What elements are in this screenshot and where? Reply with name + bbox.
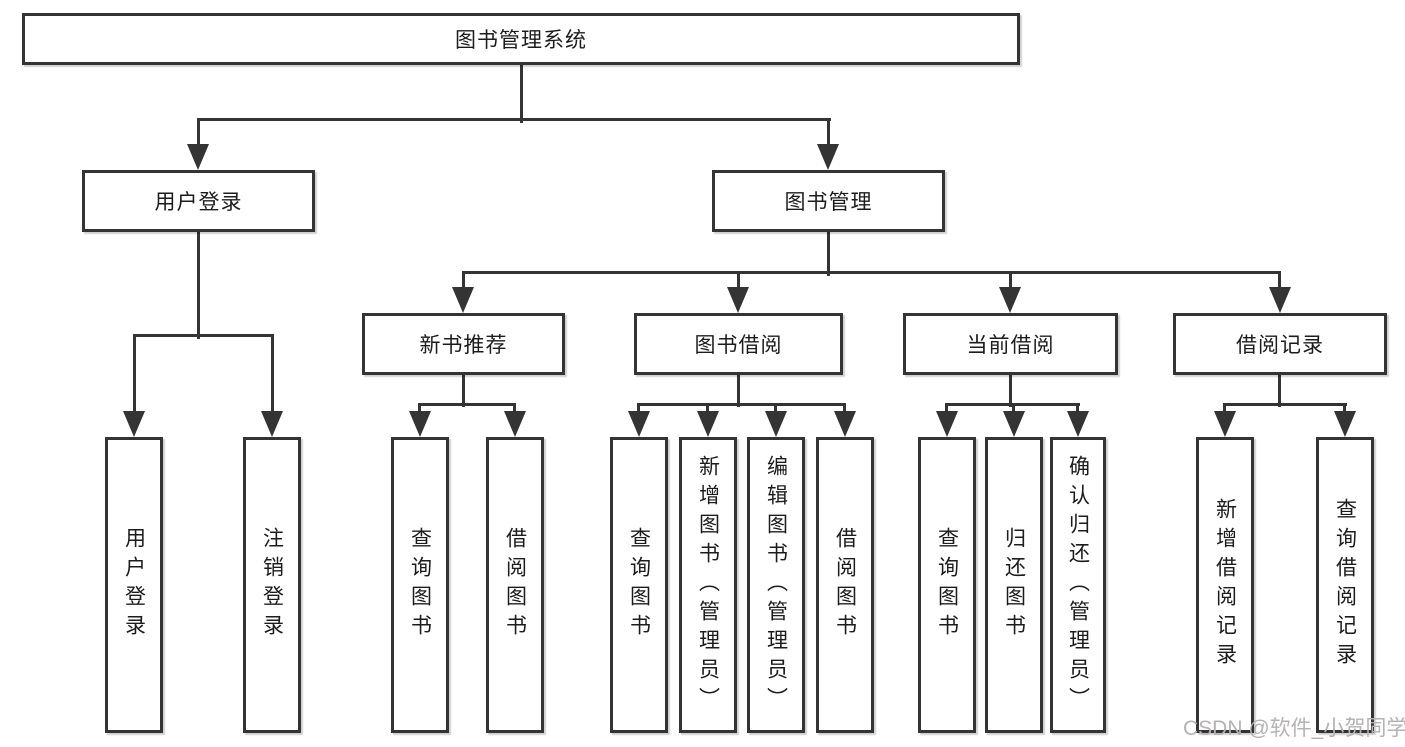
- arrow-down-icon: [1214, 411, 1236, 437]
- arrow-down-icon: [817, 144, 839, 170]
- leaf-bb-edit-books-label: 编辑图书（管理员）: [764, 454, 788, 716]
- book-management-branch-node: 图书管理: [712, 170, 945, 232]
- leaf-bb-query-books-label: 查询图书: [627, 527, 651, 643]
- leaf-cb-confirm-return-label: 确认归还（管理员）: [1066, 454, 1090, 716]
- connector-drop-br-query: [1343, 403, 1346, 413]
- leaf-rec-borrow-books-node: 借阅图书: [486, 437, 544, 733]
- arrow-down-icon: [123, 411, 145, 437]
- arrow-down-icon: [1334, 411, 1356, 437]
- arrow-down-icon: [1067, 411, 1089, 437]
- connector-drop-rec-query: [418, 403, 421, 413]
- connector-rec-vline: [462, 375, 465, 407]
- connector-drop-rec-borrow: [513, 403, 516, 413]
- connector-drop-book-mgmt: [827, 118, 830, 146]
- leaf-bb-query-books-node: 查询图书: [610, 437, 668, 733]
- book-borrow-label: 图书借阅: [694, 334, 783, 357]
- user-login-branch-node: 用户登录: [82, 170, 315, 232]
- connector-drop-bb-edit: [774, 403, 777, 413]
- leaf-logout-node: 注销登录: [243, 437, 301, 733]
- leaf-br-query-record-node: 查询借阅记录: [1316, 437, 1374, 733]
- root-node: 图书管理系统: [22, 13, 1020, 65]
- connector-drop-leaf-user-login: [133, 334, 136, 413]
- connector-drop-leaf-logout: [271, 334, 274, 413]
- arrow-down-icon: [1269, 287, 1291, 313]
- connector-rec-hline: [418, 403, 516, 406]
- arrow-down-icon: [628, 411, 650, 437]
- leaf-cb-query-books-label: 查询图书: [935, 527, 959, 643]
- arrow-down-icon: [999, 287, 1021, 313]
- leaf-br-add-record-label: 新增借阅记录: [1213, 498, 1237, 672]
- leaf-rec-query-books-label: 查询图书: [408, 527, 432, 643]
- leaf-cb-query-books-node: 查询图书: [918, 437, 976, 733]
- connector-bookmgmt-vline: [827, 232, 830, 276]
- leaf-br-query-record-label: 查询借阅记录: [1333, 498, 1357, 672]
- arrow-down-icon: [261, 411, 283, 437]
- connector-bb-hline: [637, 403, 846, 406]
- leaf-bb-add-books-node: 新增图书（管理员）: [679, 437, 737, 733]
- leaf-user-login-node: 用户登录: [105, 437, 163, 733]
- connector-bb-vline: [737, 375, 740, 407]
- arrow-down-icon: [1003, 411, 1025, 437]
- leaf-rec-borrow-books-label: 借阅图书: [503, 527, 527, 643]
- arrow-down-icon: [727, 287, 749, 313]
- leaf-cb-confirm-return-node: 确认归还（管理员）: [1050, 437, 1106, 733]
- connector-drop-bb-borrow: [843, 403, 846, 413]
- leaf-bb-borrow-books-label: 借阅图书: [833, 527, 857, 643]
- connector-br-hline: [1223, 403, 1347, 406]
- connector-br-vline: [1278, 375, 1281, 407]
- connector-drop-current-borrow: [1009, 271, 1012, 289]
- leaf-rec-query-books-node: 查询图书: [391, 437, 449, 733]
- connector-drop-cb-return: [1012, 403, 1015, 413]
- arrow-down-icon: [697, 411, 719, 437]
- connector-drop-bb-query: [637, 403, 640, 413]
- current-borrow-node: 当前借阅: [903, 313, 1118, 375]
- connector-cb-vline: [1009, 375, 1012, 407]
- leaf-user-login-label: 用户登录: [122, 527, 146, 643]
- book-borrow-node: 图书借阅: [634, 313, 843, 375]
- connector-userlogin-hline: [133, 334, 274, 337]
- connector-root-vline: [520, 65, 523, 123]
- connector-drop-book-borrow: [737, 271, 740, 289]
- csdn-watermark: CSDN @软件_小贺同学: [1183, 717, 1405, 740]
- arrow-down-icon: [504, 411, 526, 437]
- connector-drop-new-book-rec: [462, 271, 465, 289]
- connector-drop-borrow-records: [1278, 271, 1281, 289]
- arrow-down-icon: [936, 411, 958, 437]
- arrow-down-icon: [452, 287, 474, 313]
- arrow-down-icon: [187, 144, 209, 170]
- leaf-bb-edit-books-node: 编辑图书（管理员）: [747, 437, 805, 733]
- root-node-label: 图书管理系统: [455, 29, 587, 52]
- leaf-logout-label: 注销登录: [260, 527, 284, 643]
- leaf-bb-add-books-label: 新增图书（管理员）: [696, 454, 720, 716]
- current-borrow-label: 当前借阅: [966, 334, 1055, 357]
- leaf-cb-return-books-node: 归还图书: [985, 437, 1043, 733]
- leaf-cb-return-books-label: 归还图书: [1002, 527, 1026, 643]
- leaf-bb-borrow-books-node: 借阅图书: [816, 437, 874, 733]
- connector-root-hline: [197, 118, 831, 121]
- book-management-branch-label: 图书管理: [784, 191, 873, 214]
- connector-userlogin-vline: [197, 232, 200, 339]
- connector-drop-br-add: [1223, 403, 1226, 413]
- borrow-records-node: 借阅记录: [1173, 313, 1387, 375]
- borrow-records-label: 借阅记录: [1236, 334, 1324, 357]
- connector-drop-cb-confirm: [1076, 403, 1079, 413]
- leaf-br-add-record-node: 新增借阅记录: [1196, 437, 1254, 733]
- connector-drop-bb-add: [706, 403, 709, 413]
- arrow-down-icon: [834, 411, 856, 437]
- arrow-down-icon: [765, 411, 787, 437]
- connector-bookmgmt-hline: [462, 271, 1281, 274]
- new-book-recommend-node: 新书推荐: [362, 313, 565, 375]
- connector-drop-cb-query: [945, 403, 948, 413]
- new-book-recommend-label: 新书推荐: [419, 334, 508, 357]
- connector-drop-user-login: [197, 118, 200, 146]
- user-login-branch-label: 用户登录: [154, 191, 243, 214]
- arrow-down-icon: [409, 411, 431, 437]
